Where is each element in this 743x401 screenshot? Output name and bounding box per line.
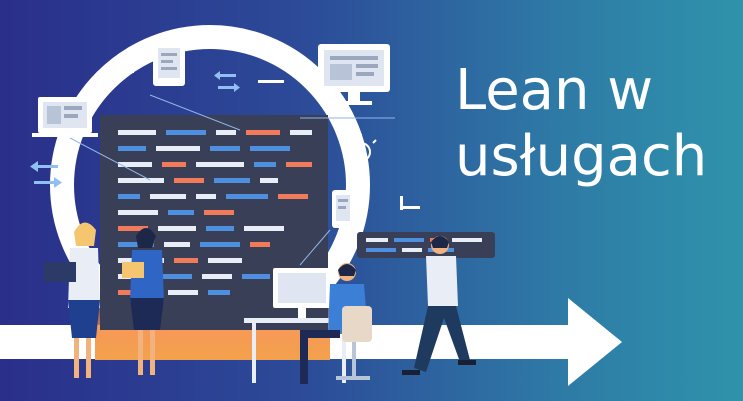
laptop-icon [32,97,98,137]
banner-title: Lean w usługach [455,58,707,190]
connector-lines [69,94,395,266]
exchange-arrows-icon [214,71,240,92]
person-woman-laptop [44,222,100,378]
person-woman-folder [122,228,164,375]
monitor-icon [318,44,390,105]
exchange-arrows-icon [30,161,62,188]
smartphone-icon [332,190,354,228]
tablet-icon [153,42,185,86]
decorative-bars [118,70,420,210]
title-line-1: Lean w [455,58,654,123]
person-man-sitting [300,263,372,384]
person-man-standing [402,236,476,375]
desk [244,268,354,383]
lightbulb-icon [345,134,377,167]
title-line-2: usługach [455,124,708,189]
code-bubble [357,232,495,258]
